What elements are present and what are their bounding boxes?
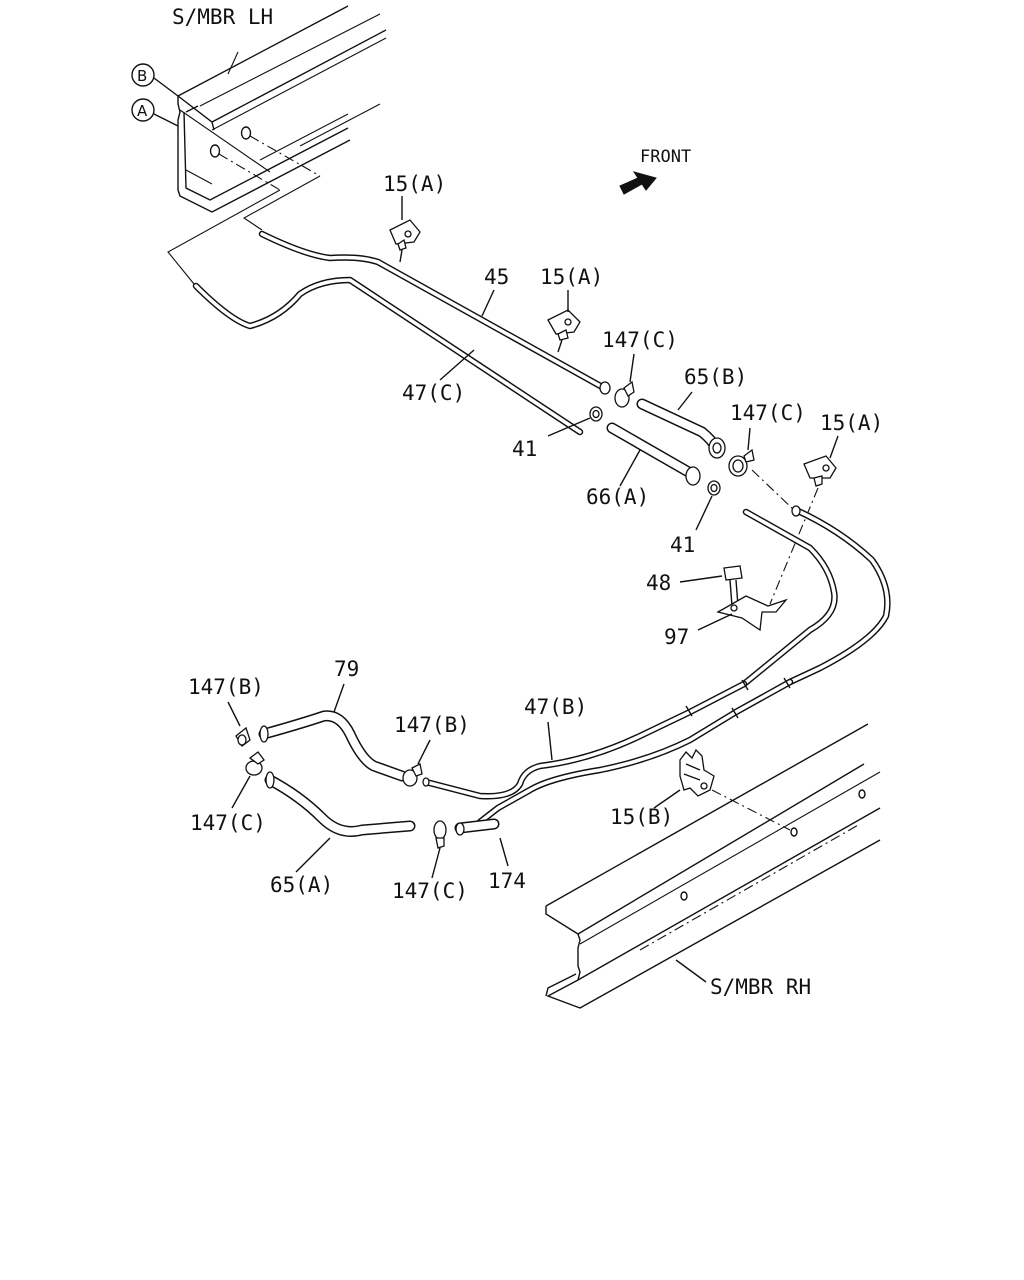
- ref-b-label: B: [137, 67, 147, 85]
- label-147c-3: 147(C): [190, 811, 266, 835]
- clamp-147c-2: [728, 448, 755, 477]
- label-174: 174: [488, 869, 526, 893]
- label-48: 48: [646, 571, 671, 595]
- label-45: 45: [484, 265, 509, 289]
- clip-15a-3: [803, 455, 837, 487]
- clamp-147b-2: [402, 763, 423, 787]
- label-41-2: 41: [670, 533, 695, 557]
- ref-b-marker: B: [131, 63, 179, 97]
- front-arrow-icon: [619, 171, 657, 195]
- label-15a-1: 15(A): [383, 172, 446, 196]
- label-147b-2: 147(B): [394, 713, 470, 737]
- label-47c: 47(C): [402, 381, 465, 405]
- smbr-lh-label: S/MBR LH: [172, 5, 273, 29]
- hose-66a: [606, 422, 701, 486]
- clamp-41-1: [589, 406, 603, 422]
- label-147c-2: 147(C): [730, 401, 806, 425]
- clamp-41-2: [707, 480, 721, 496]
- bolt-48: [723, 565, 743, 607]
- clamp-147c-3: [245, 751, 265, 776]
- ref-a-label: A: [137, 102, 148, 120]
- clip-15b: [679, 748, 715, 797]
- pipe-45: [258, 230, 611, 395]
- clamp-147c-4: [433, 820, 447, 849]
- label-47b: 47(B): [524, 695, 587, 719]
- label-65b: 65(B): [684, 365, 747, 389]
- pipe-174: [454, 818, 500, 836]
- pipe-inner-rh: [740, 508, 838, 688]
- hose-65b: [636, 398, 726, 459]
- hose-65a: [264, 771, 416, 837]
- label-147c-1: 147(C): [602, 328, 678, 352]
- pipe-outer-rh: [786, 505, 891, 686]
- clip-15a-2: [547, 309, 581, 353]
- pipe-outer-lower: [476, 678, 794, 826]
- clamp-147c-1: [614, 380, 635, 408]
- label-65a: 65(A): [270, 873, 333, 897]
- label-79: 79: [334, 657, 359, 681]
- front-label: FRONT: [640, 147, 691, 167]
- label-97: 97: [664, 625, 689, 649]
- label-15a-2: 15(A): [540, 265, 603, 289]
- label-15a-3: 15(A): [820, 411, 883, 435]
- label-41-1: 41: [512, 437, 537, 461]
- clamp-147b-1: [235, 726, 251, 747]
- side-member-lh: [167, 5, 387, 285]
- ref-a-marker: A: [131, 98, 179, 127]
- hose-79: [258, 710, 408, 782]
- side-member-rh: [545, 723, 881, 1009]
- label-147b-1: 147(B): [188, 675, 264, 699]
- label-147c-4: 147(C): [392, 879, 468, 903]
- bracket-97: [716, 595, 788, 632]
- pipe-47c: [192, 276, 584, 436]
- smbr-rh-label: S/MBR RH: [710, 975, 811, 999]
- pipe-47b: [422, 680, 748, 800]
- clip-15a-1: [389, 219, 421, 263]
- label-66a: 66(A): [586, 485, 649, 509]
- label-15b: 15(B): [610, 805, 673, 829]
